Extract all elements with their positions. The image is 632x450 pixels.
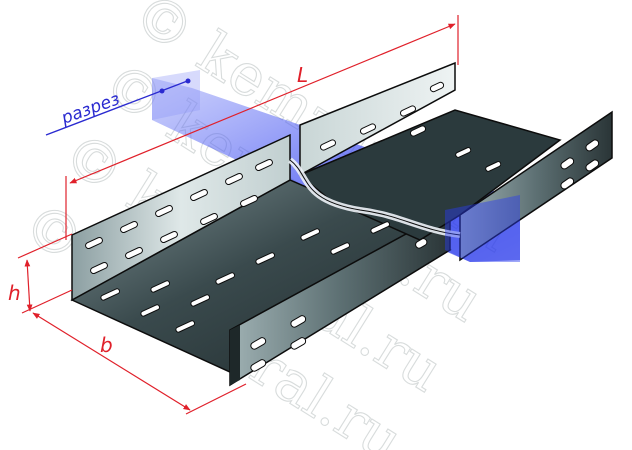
dimension-width	[32, 312, 247, 415]
dimension-length-label: L	[297, 63, 308, 87]
dimension-length	[65, 15, 459, 240]
dimension-height	[17, 233, 73, 314]
section-plane-end	[445, 195, 520, 262]
section-marker	[45, 78, 191, 136]
dimension-height-label: h	[8, 281, 21, 305]
dimension-width-label: b	[100, 333, 113, 357]
